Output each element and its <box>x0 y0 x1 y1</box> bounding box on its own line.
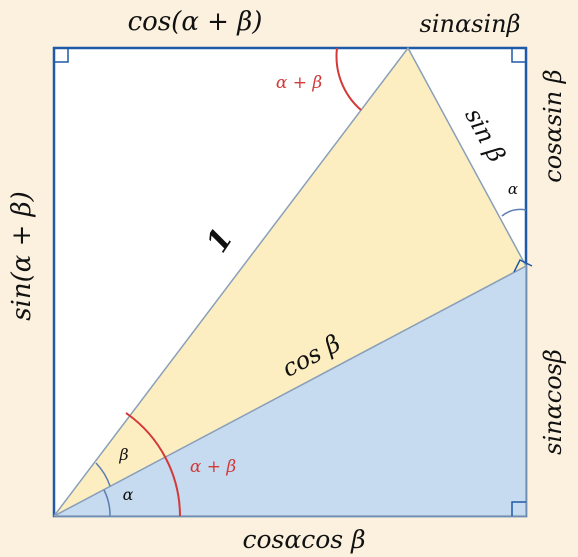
right-angle-mark-top-right <box>511 48 526 63</box>
label-angle-sum-bottom: α + β <box>190 457 237 477</box>
right-angle-marks <box>54 48 533 516</box>
label-angle-alpha-origin: α <box>123 485 134 504</box>
right-angle-mark-inner <box>513 258 533 273</box>
arc-beta-origin <box>95 462 111 487</box>
arc-alpha-right <box>501 208 527 217</box>
arc-sum-origin <box>125 412 181 517</box>
right-angle-mark-top-left <box>54 48 69 63</box>
label-top: cos(α + β) <box>128 7 263 37</box>
label-left: sin(α + β) <box>7 191 37 321</box>
arc-alpha-origin <box>103 489 111 517</box>
right-angle-mark-bottom-right <box>511 501 526 516</box>
label-bottom: cosαcos β <box>242 525 365 554</box>
label-angle-alpha-right: α <box>508 180 518 198</box>
label-right-top: cosαsin β <box>539 69 567 182</box>
label-top-right: sinαsinβ <box>420 10 521 38</box>
top-triangle <box>53 46 528 517</box>
label-angle-beta-origin: β <box>118 445 128 464</box>
arc-sum-top <box>335 47 362 111</box>
label-angle-sum-top: α + β <box>276 73 323 93</box>
label-right-bottom: sinαcosβ <box>539 349 567 455</box>
